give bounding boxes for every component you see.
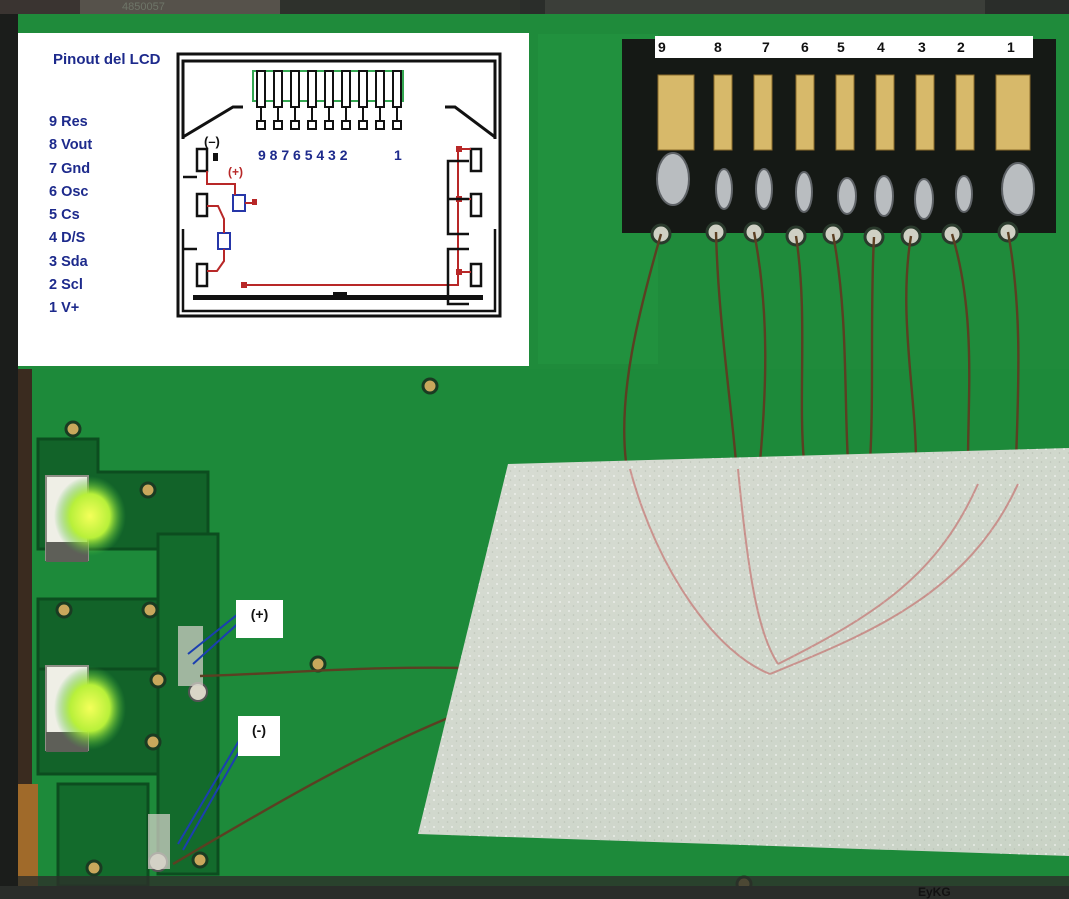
pin-5: 5 Cs	[49, 207, 80, 224]
plus-label: (+)	[236, 600, 283, 638]
connector-number-7: 7	[762, 39, 770, 55]
diagram-pin-numbers: 9 8 7 6 5 4 3 2	[258, 147, 348, 163]
pin-3: 3 Sda	[49, 253, 88, 270]
diagram-plus-label: (+)	[228, 165, 243, 179]
pin-9: 9 Res	[49, 114, 88, 130]
lcd-diagram	[176, 52, 502, 318]
diagram-pin-number-1: 1	[394, 147, 402, 163]
connector-number-6: 6	[801, 39, 809, 55]
diagram-minus-label: (–)	[204, 134, 220, 149]
bottom-strip	[0, 886, 1069, 899]
minus-label: (-)	[238, 716, 280, 756]
bottom-text: EyKG	[918, 885, 951, 899]
pin-7: 7 Gnd	[49, 160, 91, 177]
pin-8: 8 Vout	[49, 137, 93, 154]
connector-number-1: 1	[1007, 39, 1015, 55]
connector-number-2: 2	[957, 39, 965, 55]
pin-4: 4 D/S	[49, 230, 86, 247]
pin-6: 6 Osc	[49, 183, 89, 200]
connector-number-8: 8	[714, 39, 722, 55]
top-code-text: 4850057	[122, 1, 165, 13]
connector-number-4: 4	[877, 39, 885, 55]
connector-number-9: 9	[658, 39, 666, 55]
connector-number-strip	[655, 36, 1033, 58]
pin-2: 2 Scl	[49, 277, 83, 294]
connector-number-3: 3	[918, 39, 926, 55]
top-strip	[0, 0, 1069, 14]
connector-number-5: 5	[837, 39, 845, 55]
pcb-photo	[18, 14, 1069, 886]
pinout-card: Pinout del LCD 9 Res 8 Vout 7 Gnd 6 Osc …	[18, 33, 529, 366]
pin-list: 9 Res 8 Vout 7 Gnd 6 Osc 5 Cs 4 D/S 3 Sd…	[49, 111, 92, 321]
pinout-title: Pinout del LCD	[53, 51, 161, 68]
pcb-illustration	[18, 14, 1069, 886]
pin-1: 1 V+	[49, 300, 80, 317]
